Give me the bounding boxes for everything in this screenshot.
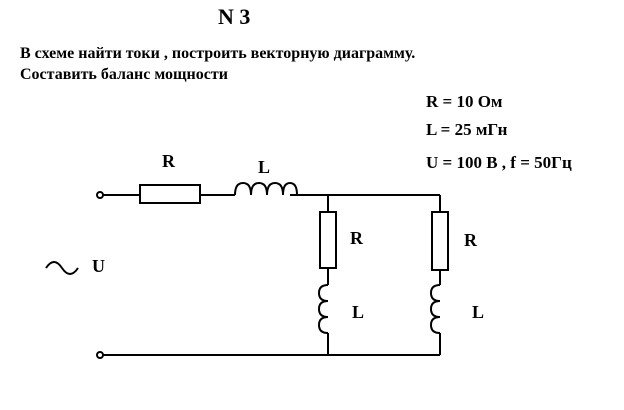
branch2-inductor-label: L [472, 302, 484, 322]
source-voltage-label: U [92, 256, 105, 276]
branch2-inductor [429, 284, 441, 334]
problem-title: N 3 [218, 4, 251, 29]
series-resistor-label: R [162, 151, 176, 171]
terminal-bottom [96, 351, 104, 359]
series-inductor-label: L [258, 157, 270, 177]
branch1-inductor [317, 284, 329, 334]
task-text-line-1: В схеме найти токи , построить векторную… [20, 45, 416, 62]
branch1-resistor-label: R [350, 228, 364, 248]
branch1-resistor [319, 211, 337, 269]
param-voltage-frequency: U = 100 В , f = 50Гц [426, 153, 572, 172]
branch2-resistor [431, 211, 449, 271]
param-inductance: L = 25 мГн [426, 120, 508, 139]
series-inductor [234, 181, 298, 196]
series-resistor [139, 184, 201, 204]
ac-source-icon [45, 261, 79, 275]
param-resistance: R = 10 Ом [426, 92, 503, 111]
terminal-top [96, 191, 104, 199]
branch1-inductor-label: L [352, 302, 364, 322]
task-text-line-2: Составить баланс мощности [20, 66, 228, 83]
branch2-resistor-label: R [464, 230, 478, 250]
